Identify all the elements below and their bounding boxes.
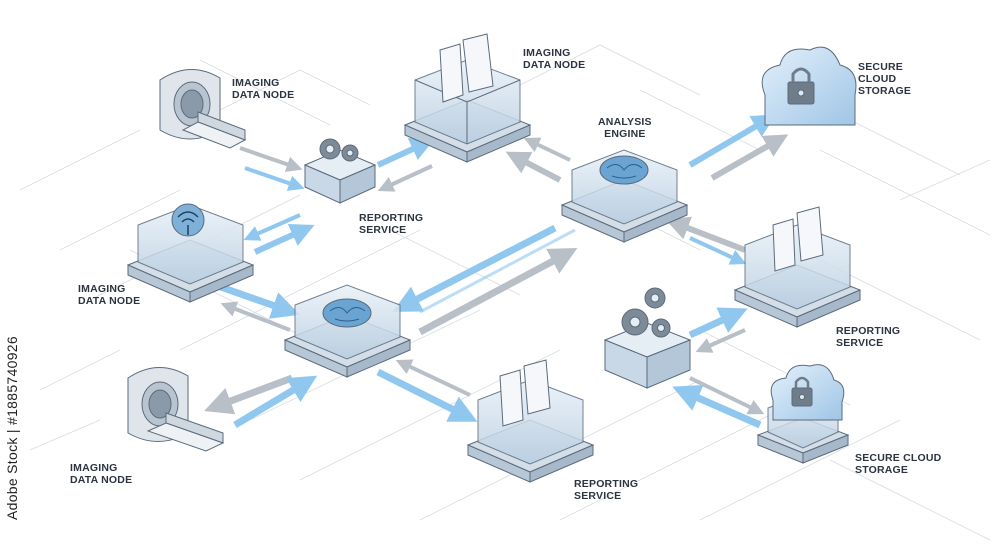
document-icon [772, 206, 824, 272]
scan-box-ml [126, 203, 255, 303]
head-scan-icon [171, 203, 205, 237]
watermark-text: Adobe Stock | #1885740926 [4, 336, 20, 520]
mri-scanner-icon [127, 367, 225, 452]
document-box-bottom [466, 359, 595, 483]
cloud-box-br [756, 364, 850, 464]
gears-box-top [303, 138, 377, 204]
document-icon [439, 33, 494, 103]
cloud-lock-icon [770, 364, 845, 421]
document-box-mr [733, 206, 862, 328]
gear-icon [621, 287, 671, 338]
mri-scanner-icon [159, 69, 247, 149]
cloud-lock-icon [761, 46, 857, 126]
document-box-top [403, 33, 532, 163]
connection-arrows [204, 114, 789, 429]
brain-icon [599, 155, 649, 185]
brain-icon [322, 298, 372, 328]
brain-box-analysis [560, 149, 689, 243]
document-icon [499, 359, 551, 427]
gears-box-bottom [603, 287, 692, 389]
gear-icon [319, 138, 359, 162]
brain-box-center [283, 284, 412, 378]
